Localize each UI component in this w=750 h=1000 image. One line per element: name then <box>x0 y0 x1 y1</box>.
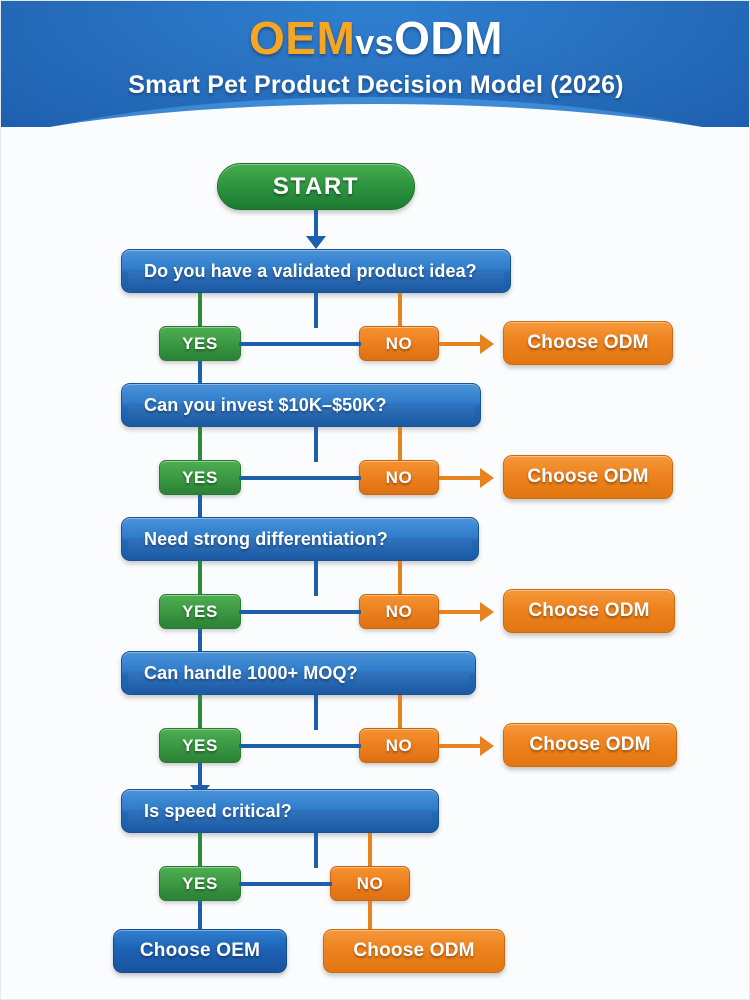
flow-node-outcome-odm-1[interactable]: Choose ODM <box>503 321 673 365</box>
connector-q3-center <box>314 561 318 596</box>
start-label: START <box>272 172 360 200</box>
connector-no2-to-odm <box>439 476 481 480</box>
outcome-oem-final-label: Choose OEM <box>139 940 261 961</box>
no-1-label: NO <box>385 333 413 353</box>
yes-3-label: YES <box>182 601 218 621</box>
connector-yes4-to-no4 <box>239 744 361 748</box>
question-1-label: Do you have a validated product idea? <box>144 260 477 281</box>
no-4-label: NO <box>385 735 413 755</box>
flow-node-yes-5[interactable]: YES <box>159 866 241 901</box>
connector-q1-to-yes <box>198 293 202 326</box>
connector-q4-center <box>314 695 318 730</box>
no-5-label: NO <box>356 873 384 893</box>
connector-yes3-down <box>198 629 202 655</box>
flow-node-no-2[interactable]: NO <box>359 460 439 495</box>
question-2-label: Can you invest $10K–$50K? <box>144 394 387 415</box>
arrow-no2-to-odm <box>480 468 494 488</box>
connector-q5-to-yes <box>198 833 202 866</box>
connector-q4-to-yes <box>198 695 202 728</box>
connector-q2-to-yes <box>198 427 202 460</box>
connector-q3-to-yes <box>198 561 202 594</box>
question-3-label: Need strong differentiation? <box>144 528 388 549</box>
no-2-label: NO <box>385 467 413 487</box>
outcome-odm-3-label: Choose ODM <box>528 600 650 621</box>
question-4-label: Can handle 1000+ MOQ? <box>144 662 358 683</box>
header-content: OEMvsODM Smart Pet Product Decision Mode… <box>1 1 749 127</box>
connector-yes1-to-no1 <box>239 342 361 346</box>
flow-node-question-1[interactable]: Do you have a validated product idea? <box>121 249 511 293</box>
flowchart-canvas: START Do you have a validated product id… <box>1 139 749 999</box>
header-banner: OEMvsODM Smart Pet Product Decision Mode… <box>1 1 749 139</box>
connector-q2-to-no <box>398 427 402 460</box>
flow-node-start[interactable]: START <box>217 163 415 210</box>
connector-no5-down <box>368 901 372 936</box>
flow-node-question-5[interactable]: Is speed critical? <box>121 789 439 833</box>
connector-q1-to-no <box>398 293 402 326</box>
flow-node-outcome-odm-2[interactable]: Choose ODM <box>503 455 673 499</box>
connector-q2-center <box>314 427 318 462</box>
connector-yes4-down <box>198 763 202 789</box>
connector-yes2-down <box>198 495 202 521</box>
page-subtitle: Smart Pet Product Decision Model (2026) <box>128 70 624 99</box>
connector-q3-to-no <box>398 561 402 594</box>
yes-1-label: YES <box>182 333 218 353</box>
flow-node-outcome-odm-3[interactable]: Choose ODM <box>503 589 675 633</box>
arrow-start-to-q1 <box>306 236 326 249</box>
arrow-no4-to-odm <box>480 736 494 756</box>
flow-node-outcome-odm-final[interactable]: Choose ODM <box>323 929 505 973</box>
connector-no4-to-odm <box>439 744 481 748</box>
question-5-label: Is speed critical? <box>144 800 292 821</box>
flow-node-yes-3[interactable]: YES <box>159 594 241 629</box>
connector-q5-center <box>314 833 318 868</box>
yes-4-label: YES <box>182 735 218 755</box>
flow-node-question-4[interactable]: Can handle 1000+ MOQ? <box>121 651 476 695</box>
flow-node-no-3[interactable]: NO <box>359 594 439 629</box>
flow-node-no-4[interactable]: NO <box>359 728 439 763</box>
connector-yes5-down <box>198 901 202 936</box>
connector-q4-to-no <box>398 695 402 728</box>
connector-yes2-to-no2 <box>239 476 361 480</box>
connector-q5-to-no <box>368 833 372 866</box>
flow-node-yes-2[interactable]: YES <box>159 460 241 495</box>
arrow-no3-to-odm <box>480 602 494 622</box>
flow-node-no-1[interactable]: NO <box>359 326 439 361</box>
title-vs: vs <box>355 24 395 62</box>
page-title: OEMvsODM <box>249 12 503 65</box>
flow-node-question-2[interactable]: Can you invest $10K–$50K? <box>121 383 481 427</box>
flow-node-outcome-oem-final[interactable]: Choose OEM <box>113 929 287 973</box>
yes-5-label: YES <box>182 873 218 893</box>
outcome-odm-2-label: Choose ODM <box>527 466 649 487</box>
flow-node-no-5[interactable]: NO <box>330 866 410 901</box>
title-oem: OEM <box>249 12 356 64</box>
yes-2-label: YES <box>182 467 218 487</box>
connector-yes3-to-no3 <box>239 610 361 614</box>
no-3-label: NO <box>385 601 413 621</box>
outcome-odm-final-label: Choose ODM <box>353 940 475 961</box>
connector-yes1-down <box>198 361 202 387</box>
flow-node-question-3[interactable]: Need strong differentiation? <box>121 517 479 561</box>
connector-no3-to-odm <box>439 610 481 614</box>
outcome-odm-1-label: Choose ODM <box>527 332 649 353</box>
flow-node-yes-4[interactable]: YES <box>159 728 241 763</box>
title-odm: ODM <box>394 12 503 64</box>
flow-node-outcome-odm-4[interactable]: Choose ODM <box>503 723 677 767</box>
connector-yes5-to-no5 <box>239 882 332 886</box>
connector-q1-center-1 <box>314 293 318 328</box>
connector-no1-to-odm <box>439 342 481 346</box>
flow-node-yes-1[interactable]: YES <box>159 326 241 361</box>
connector-start-to-q1 <box>314 210 318 239</box>
arrow-no1-to-odm <box>480 334 494 354</box>
outcome-odm-4-label: Choose ODM <box>529 734 651 755</box>
